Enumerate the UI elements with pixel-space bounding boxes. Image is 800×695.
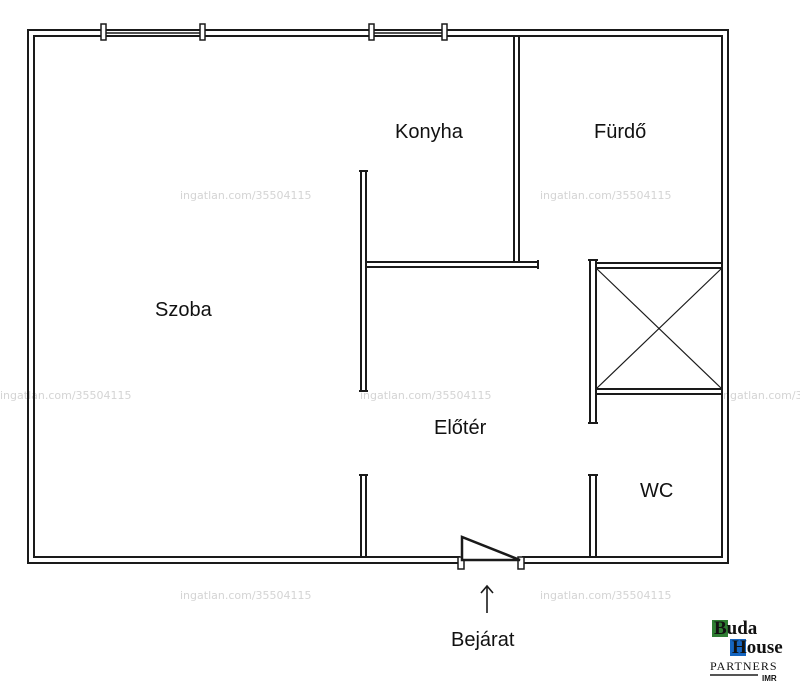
watermark-text: ingatlan.com/35504115 [360,389,492,402]
window-left [100,23,206,41]
window-right [368,23,448,41]
watermark-text: ingatlan.com/35504115 [180,189,312,202]
wall-shaft-left [588,259,598,424]
room-label-furdo: Fürdő [594,121,646,143]
outer-wall-inner-line [33,35,723,558]
wall-shaft-bottom [596,388,722,395]
room-label-eloter: Előtér [434,417,487,439]
logo-blue-square [730,639,746,656]
wall-shaft-top [596,262,722,269]
logo-line-4: IMR [762,674,777,683]
entrance-arrow-icon [480,584,494,613]
room-label-wc: WC [640,480,673,502]
windows [100,23,448,41]
logo-line-3: PARTNERS [710,659,778,673]
outer-walls [27,29,729,564]
interior-walls [359,36,722,557]
wall-room-divider-lower [359,474,368,557]
watermark-text: ingatlan.com/35504115 [0,389,132,402]
logo-green-square [712,620,728,637]
logo-line-1: Buda [714,618,758,639]
logo-line-2: House [732,637,783,658]
watermark-text: ingatlan.com/35504115 [720,389,800,402]
entrance-label: Bejárat [451,629,515,651]
wall-kitchen-bathroom [513,36,520,261]
company-logo: Buda House PARTNERS IMR [708,614,790,690]
shaft-cross-icon [595,267,723,390]
logo-divider [710,674,758,676]
wall-kitchen-bottom [366,260,539,269]
watermark-text: ingatlan.com/35504115 [540,189,672,202]
outer-wall-outer-line [27,29,729,564]
watermark-text: ingatlan.com/35504115 [180,589,312,602]
wall-wc [588,474,598,557]
entrance-door-icon [457,535,525,570]
watermark-layer: ingatlan.com/35504115 ingatlan.com/35504… [0,189,800,602]
room-label-konyha: Konyha [395,121,464,143]
watermark-text: ingatlan.com/35504115 [540,589,672,602]
room-label-szoba: Szoba [155,299,213,321]
wall-room-divider-upper [359,170,368,392]
